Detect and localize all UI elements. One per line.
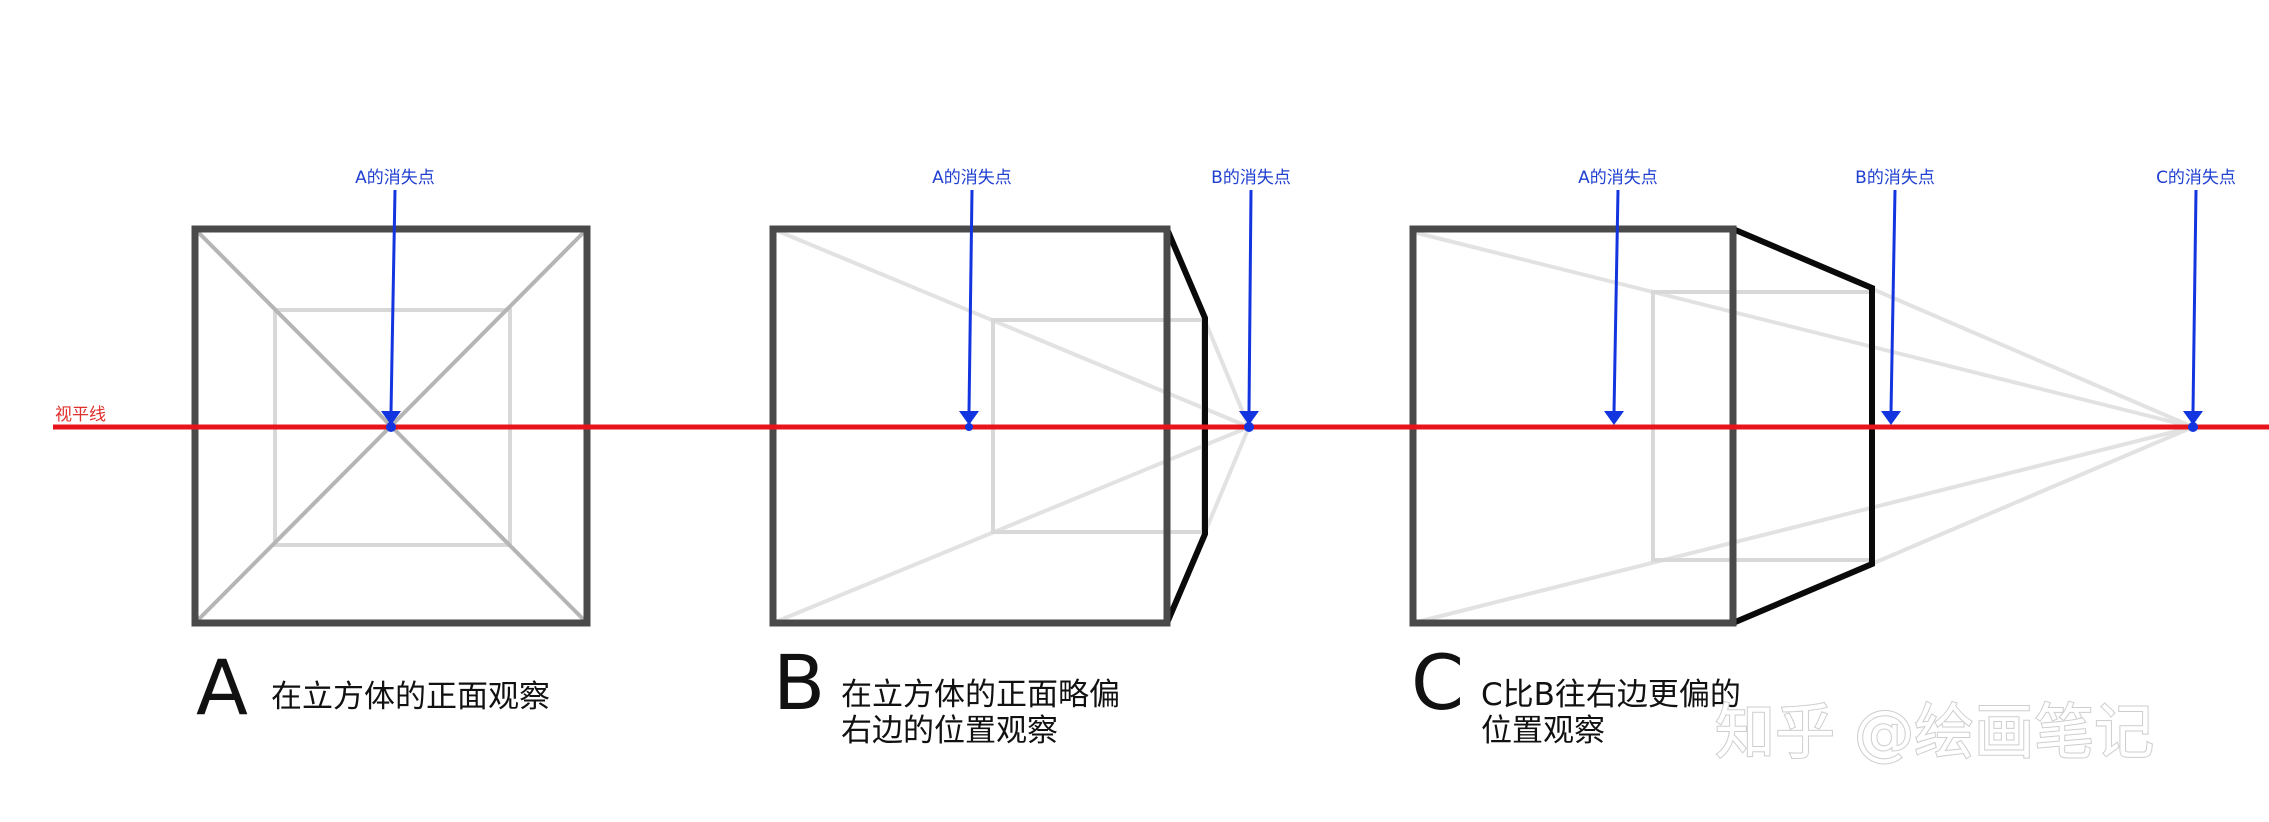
vanishing-point-label: A的消失点 (932, 168, 1012, 188)
caption-b: B 在立方体的正面略偏 右边的位置观察 (773, 638, 1120, 749)
vanishing-point-arrow (2191, 189, 2198, 413)
arrow-head-icon (1604, 411, 1624, 425)
panel-caption-line: C比B往右边更偏的 (1481, 677, 1741, 713)
cube-c-guide-line (1412, 425, 2194, 625)
vanishing-point-b-panel-b: B的消失点 (1211, 168, 1291, 432)
vanishing-point-arrow (1612, 189, 1620, 413)
vanishing-point-dot (965, 423, 973, 431)
vanishing-point-arrow (389, 189, 397, 413)
vanishing-point-dot (1244, 422, 1254, 432)
vanishing-point-c-panel-c: C的消失点 (2156, 168, 2236, 432)
vanishing-point-label: A的消失点 (1578, 168, 1658, 188)
vanishing-point-label: B的消失点 (1855, 168, 1935, 188)
panel-letter: C (1411, 638, 1464, 727)
panel-letter: A (196, 643, 248, 732)
panel-letter: B (773, 638, 825, 727)
vanishing-point-label: B的消失点 (1211, 168, 1291, 188)
watermark: 知乎 @绘画笔记 (1715, 698, 2154, 768)
panel-caption-line: 右边的位置观察 (841, 713, 1058, 749)
arrow-head-icon (959, 411, 979, 425)
horizon-label: 视平线 (55, 405, 106, 425)
panel-caption-line: 在立方体的正面略偏 (841, 677, 1120, 713)
vanishing-point-label: A的消失点 (355, 168, 435, 188)
arrow-head-icon (381, 411, 401, 425)
caption-c: C C比B往右边更偏的 位置观察 (1411, 638, 1741, 749)
vanishing-point-arrow (1889, 189, 1897, 413)
vanishing-point-a-panel-b: A的消失点 (932, 168, 1012, 431)
vanishing-point-arrow (1247, 189, 1253, 413)
vanishing-point-dot (386, 422, 396, 432)
vanishing-point-dot (2188, 422, 2198, 432)
arrow-head-icon (1239, 411, 1259, 425)
panel-caption-line: 在立方体的正面观察 (271, 679, 550, 715)
vanishing-point-a-panel-c: A的消失点 (1578, 168, 1658, 425)
caption-a: A 在立方体的正面观察 (196, 643, 550, 732)
panel-caption-line: 位置观察 (1481, 713, 1605, 749)
arrow-head-icon (2183, 411, 2203, 425)
vanishing-point-a-panel-a: A的消失点 (355, 168, 435, 432)
cube-c-guide-line (1412, 230, 2194, 429)
arrow-head-icon (1881, 411, 1901, 425)
vanishing-point-arrow (967, 189, 974, 413)
vanishing-point-label: C的消失点 (2156, 168, 2236, 188)
vanishing-point-b-panel-c: B的消失点 (1855, 168, 1935, 425)
